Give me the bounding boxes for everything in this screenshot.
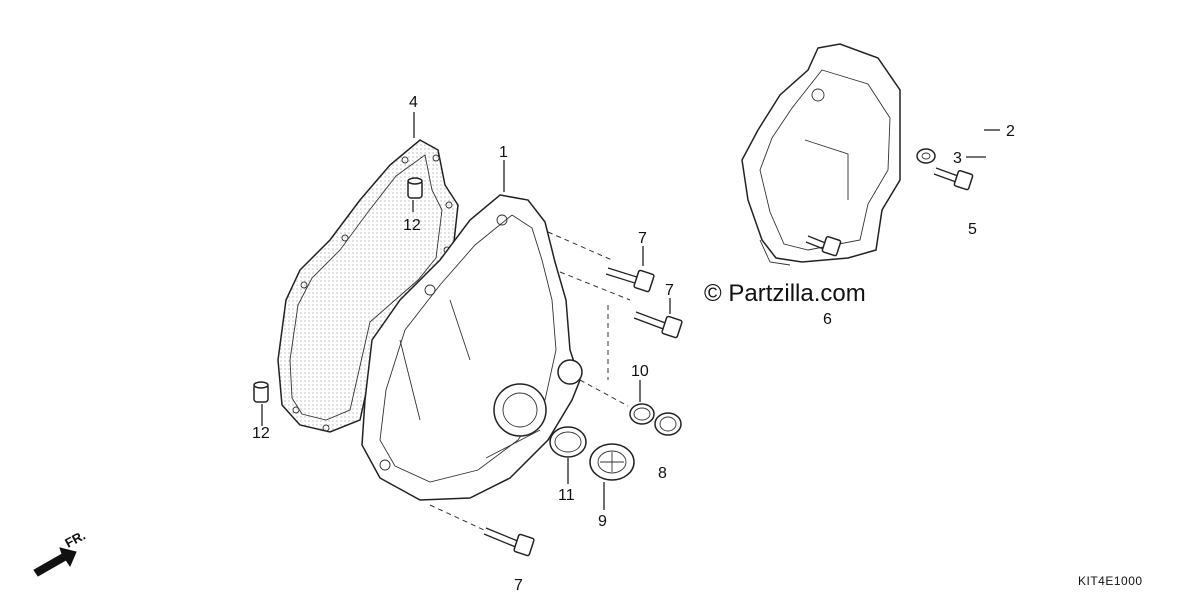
dowel-pin-lower (253, 381, 269, 403)
label-part-2: 2 (1006, 123, 1015, 140)
bolt-6 (805, 235, 842, 257)
dowel-pin-upper (407, 177, 423, 199)
bolt-upper-2 (633, 311, 683, 339)
leader-lines (261, 112, 1000, 531)
label-part-1: 1 (499, 144, 508, 161)
label-part-8: 8 (658, 465, 667, 482)
bolt-upper-1 (605, 267, 655, 293)
label-part-11: 11 (558, 487, 575, 504)
bolt-lower (483, 527, 535, 557)
label-part-12-lower: 12 (252, 425, 270, 442)
plug-9 (589, 443, 635, 481)
label-part-3: 3 (953, 150, 962, 167)
o-ring-10 (629, 403, 655, 425)
label-part-6: 6 (823, 311, 832, 328)
o-ring-11 (549, 426, 587, 458)
crankcase-cover (361, 194, 583, 501)
label-part-12-upper: 12 (403, 217, 421, 234)
bolt-5 (933, 167, 974, 191)
label-part-4: 4 (409, 94, 418, 111)
front-direction-arrow (33, 547, 77, 577)
front-label: FR. (62, 528, 88, 551)
plug-8 (654, 412, 682, 436)
label-part-7-middle: 7 (665, 282, 674, 299)
label-part-9: 9 (598, 513, 607, 530)
label-part-5: 5 (968, 221, 977, 238)
label-part-7-lower: 7 (514, 577, 523, 594)
gasket (277, 139, 459, 433)
sprocket-cover (741, 43, 901, 266)
collar-3 (916, 148, 936, 164)
label-part-7-upper: 7 (638, 230, 647, 247)
watermark: © Partzilla.com (704, 280, 866, 307)
label-part-10: 10 (631, 363, 649, 380)
diagram-code: KIT4E1000 (1078, 574, 1143, 588)
